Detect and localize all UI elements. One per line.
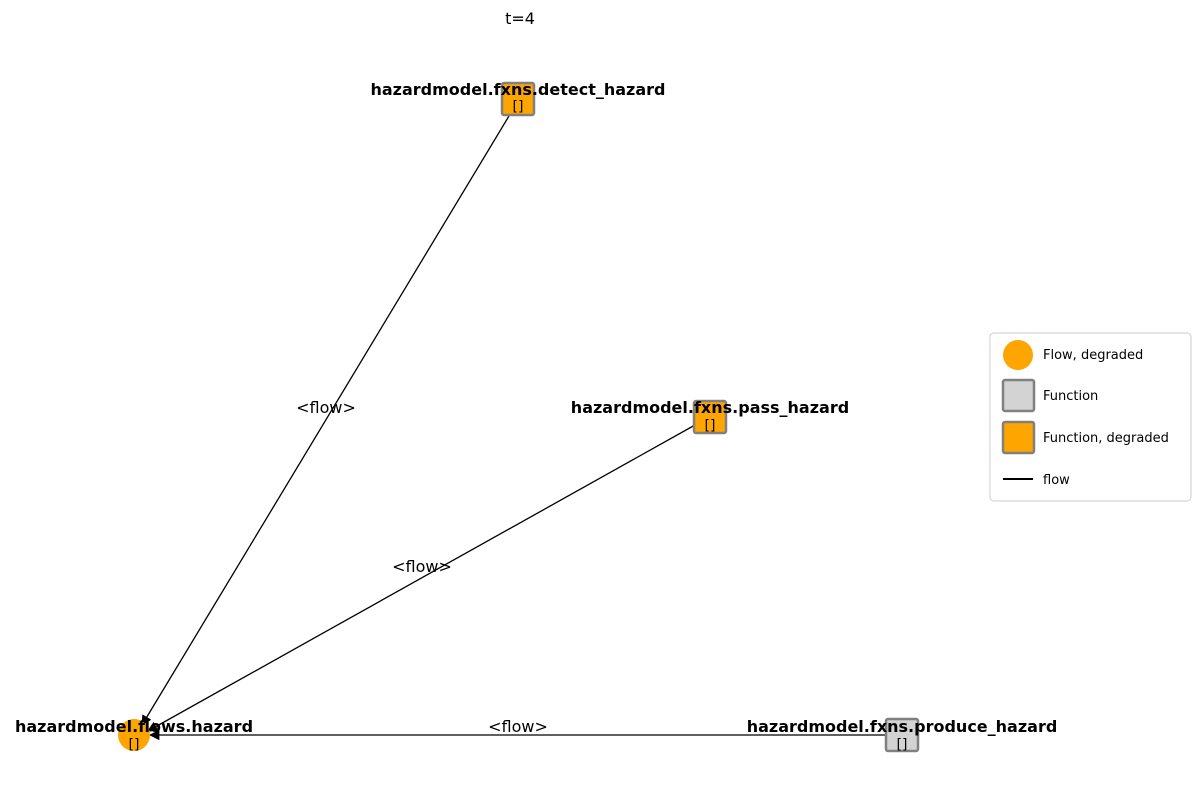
diagram-title: t=4 [505, 9, 535, 28]
node-sub-label: [] [513, 99, 524, 115]
node-label: hazardmodel.fxns.pass_hazard [571, 398, 849, 417]
legend-item-function: Function [1001, 378, 1098, 413]
node-pass-hazard[interactable]: hazardmodel.fxns.pass_hazard [] [571, 398, 849, 435]
node-produce-hazard[interactable]: hazardmodel.fxns.produce_hazard [] [747, 717, 1058, 753]
node-sub-label: [] [897, 737, 908, 753]
edge-labels-layer: <flow> <flow> <flow> [296, 398, 548, 736]
legend-circle-icon [1003, 340, 1033, 370]
legend-box [989, 332, 1192, 502]
edge-label-detect: <flow> [296, 398, 356, 417]
node-label: hazardmodel.fxns.detect_hazard [370, 80, 665, 99]
legend-item-flow-edge: flow [1003, 473, 1070, 488]
node-sub-label: [] [129, 737, 140, 753]
legend-square-icon [1001, 420, 1036, 455]
legend-item-function-degraded: Function, degraded [1001, 420, 1169, 455]
legend: Flow, degraded Function Function, degrad… [989, 332, 1192, 502]
legend-label: Flow, degraded [1043, 348, 1143, 363]
node-label: hazardmodel.flows.hazard [15, 717, 253, 736]
legend-square-icon [1001, 378, 1036, 413]
flow-node-marker [118, 719, 150, 751]
edge-label-pass: <flow> [392, 557, 452, 576]
node-label: hazardmodel.fxns.produce_hazard [747, 717, 1058, 736]
legend-label: Function [1043, 389, 1098, 404]
legend-item-flow-degraded: Flow, degraded [1003, 340, 1143, 370]
node-detect-hazard[interactable]: hazardmodel.fxns.detect_hazard [] [370, 80, 666, 117]
node-sub-label: [] [705, 418, 716, 434]
legend-label: flow [1043, 473, 1070, 488]
function-node-marker [500, 81, 536, 117]
function-node-marker [884, 717, 920, 753]
edges-layer [141, 115, 886, 741]
legend-label: Function, degraded [1043, 431, 1169, 446]
edge-label-produce: <flow> [488, 717, 548, 736]
edge-pass-to-flows [147, 424, 696, 732]
node-flows-hazard[interactable]: hazardmodel.flows.hazard [] [15, 717, 253, 753]
edge-detect-to-flows [141, 115, 510, 726]
function-node-marker [692, 399, 728, 435]
